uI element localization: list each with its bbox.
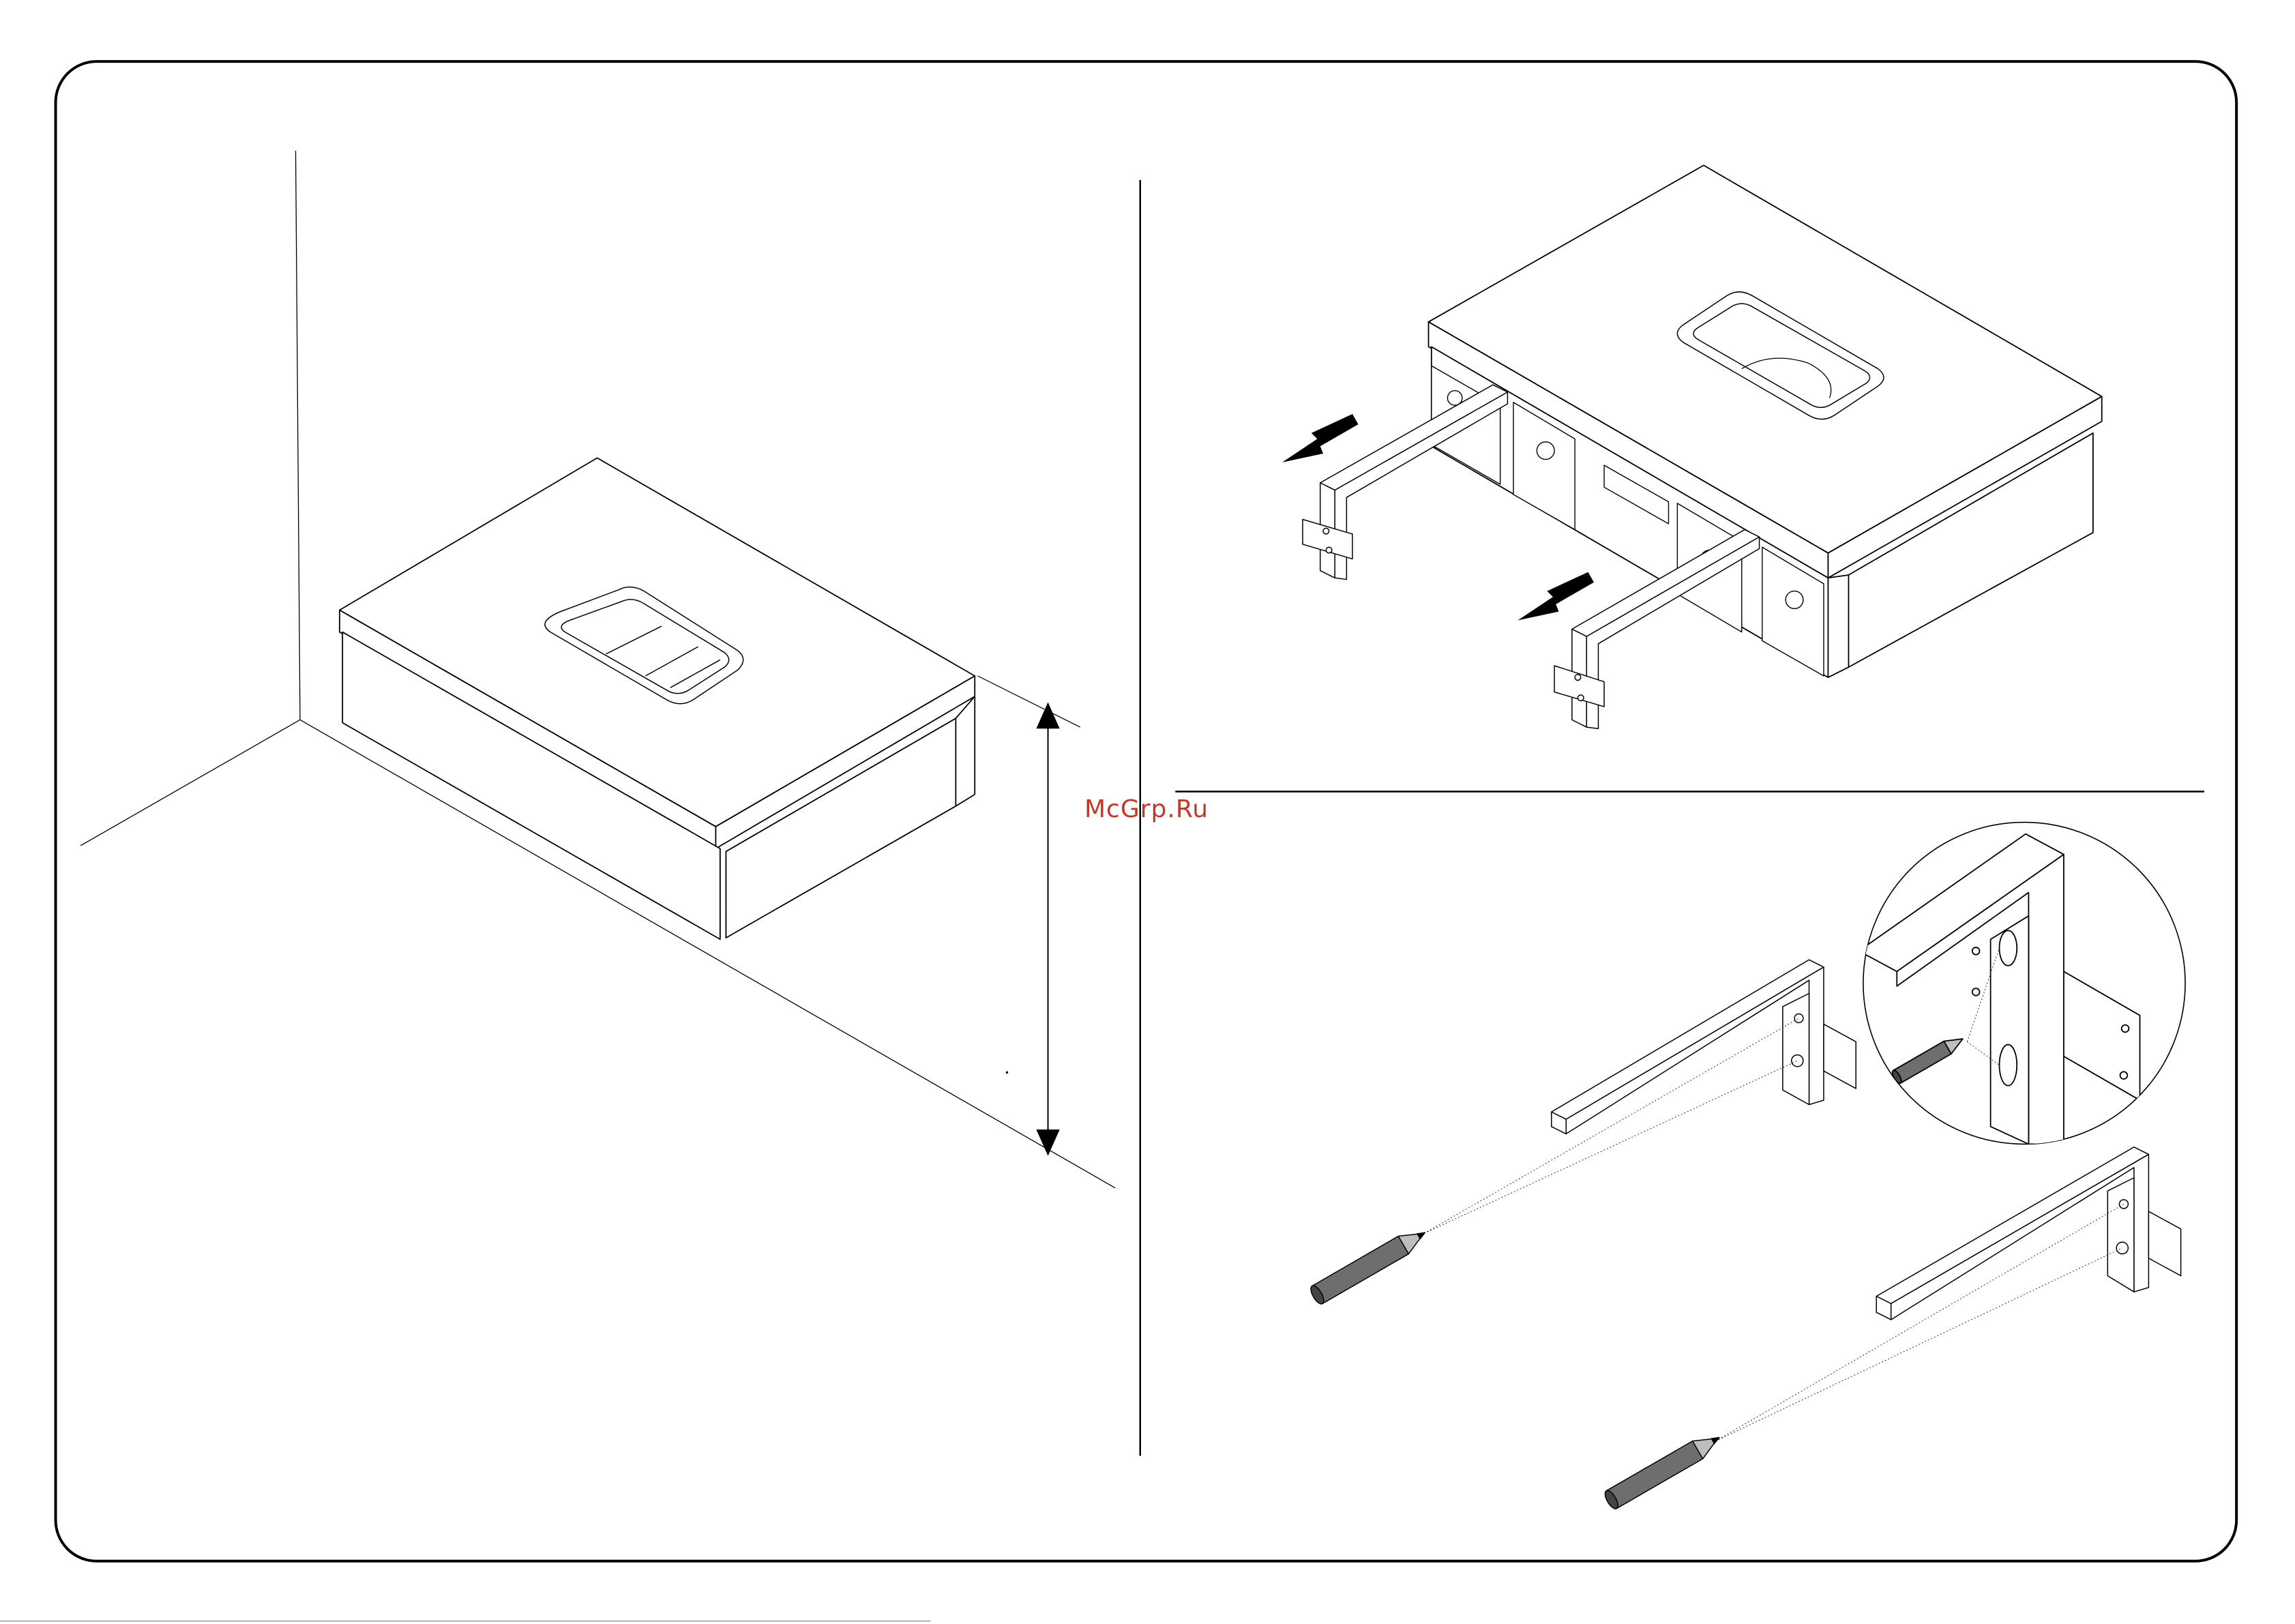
watermark-text: McGrp.Ru	[1084, 795, 1209, 823]
